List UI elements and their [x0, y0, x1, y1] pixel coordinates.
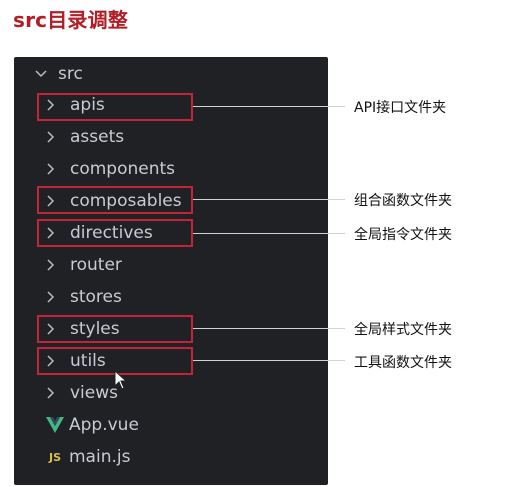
annotation-leader-line [193, 106, 345, 107]
chevron-right-icon [42, 160, 60, 178]
chevron-right-icon [42, 192, 60, 210]
chevron-right-icon [42, 96, 60, 114]
tree-item-stores[interactable]: stores [42, 283, 122, 311]
tree-file-label: App.vue [69, 415, 139, 435]
annotation-leader-line [193, 199, 345, 200]
tree-item-apis[interactable]: apis [42, 91, 105, 119]
tree-item-label: components [70, 159, 176, 179]
annotation-styles: 全局样式文件夹 [354, 322, 452, 338]
chevron-right-icon [42, 384, 60, 402]
tree-item-router[interactable]: router [42, 251, 122, 279]
chevron-right-icon [42, 288, 60, 306]
annotation-leader-line [193, 233, 345, 234]
chevron-right-icon [42, 256, 60, 274]
mouse-cursor-icon [114, 369, 128, 395]
file-explorer: src apis assets components composables d… [14, 57, 328, 485]
tree-item-assets[interactable]: assets [42, 123, 124, 151]
tree-item-utils[interactable]: utils [42, 347, 106, 375]
highlight-box-apis [37, 93, 193, 121]
highlight-box-directives [37, 219, 193, 247]
annotation-leader-line [193, 328, 345, 329]
tree-item-directives[interactable]: directives [42, 219, 153, 247]
chevron-right-icon [42, 352, 60, 370]
chevron-right-icon [42, 224, 60, 242]
annotation-composables: 组合函数文件夹 [354, 193, 452, 209]
highlight-box-composables [37, 186, 193, 214]
annotation-leader-line [193, 360, 345, 361]
tree-item-label: router [70, 255, 122, 275]
tree-root-label: src [58, 64, 83, 84]
tree-file-label: main.js [69, 447, 131, 467]
tree-item-views[interactable]: views [42, 379, 118, 407]
highlight-box-styles [37, 315, 193, 343]
tree-file-main-js[interactable]: JS main.js [44, 443, 130, 471]
tree-item-label: directives [70, 223, 153, 243]
js-icon: JS [48, 450, 61, 464]
tree-item-composables[interactable]: composables [42, 187, 182, 215]
tree-item-components[interactable]: components [42, 155, 175, 183]
tree-file-app-vue[interactable]: App.vue [44, 411, 139, 439]
vue-icon [44, 415, 66, 435]
tree-item-label: assets [70, 127, 125, 147]
chevron-down-icon [32, 65, 50, 83]
chevron-right-icon [42, 128, 60, 146]
page-title: src目录调整 [13, 8, 129, 32]
chevron-right-icon [42, 320, 60, 338]
tree-item-label: utils [70, 351, 106, 371]
tree-item-label: views [70, 383, 119, 403]
annotation-utils: 工具函数文件夹 [354, 355, 452, 371]
tree-item-styles[interactable]: styles [42, 315, 120, 343]
annotation-apis: API接口文件夹 [354, 100, 447, 116]
tree-root-src[interactable]: src [32, 60, 83, 88]
tree-item-label: stores [70, 287, 122, 307]
annotation-directives: 全局指令文件夹 [354, 227, 452, 243]
tree-item-label: apis [70, 95, 105, 115]
tree-item-label: styles [70, 319, 120, 339]
tree-item-label: composables [70, 191, 182, 211]
